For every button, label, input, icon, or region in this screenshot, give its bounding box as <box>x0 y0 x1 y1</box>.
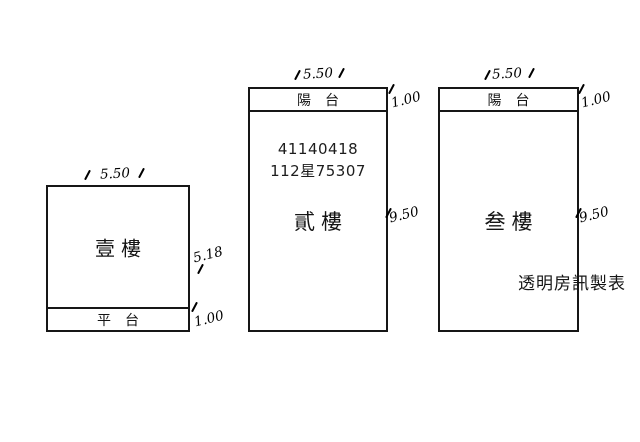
floor2-label: 貳樓 <box>294 210 348 234</box>
dimension-floor2-height: 9.50 <box>387 203 421 227</box>
stamp-line-2: 112星75307 <box>270 162 366 180</box>
floor1-platform-label: 平 台 <box>97 312 139 329</box>
floor3-balcony-strip: 陽 台 <box>440 89 577 112</box>
dimension-floor1-platform: 1.00 <box>192 307 226 331</box>
dimension-tick <box>388 83 395 95</box>
floor1-label: 壹樓 <box>95 236 147 261</box>
floor2-outline: 陽 台 41140418 112星75307 貳樓 <box>248 87 388 332</box>
floor1-outline: 壹樓 平 台 <box>46 185 190 332</box>
dimension-tick <box>578 83 585 95</box>
dimension-floor1-width: 5.50 <box>99 165 131 183</box>
dimension-tick <box>191 301 198 313</box>
dimension-floor3-height: 9.50 <box>577 203 611 227</box>
floor3-outline: 陽 台 叁樓 <box>438 87 579 332</box>
registration-stamp: 41140418 112星75307 <box>250 138 386 182</box>
dimension-floor3-balcony: 1.00 <box>579 88 613 112</box>
floor3-balcony-label: 陽 台 <box>487 92 530 109</box>
floor1-platform-strip: 平 台 <box>48 307 188 330</box>
floor2-room: 41140418 112星75307 貳樓 <box>250 112 386 330</box>
floor2-balcony-label: 陽 台 <box>297 92 339 109</box>
floor3-label: 叁樓 <box>484 210 539 234</box>
floor2-balcony-strip: 陽 台 <box>250 89 386 112</box>
floor1-room: 壹樓 <box>48 187 188 307</box>
credit-text: 透明房訊製表 <box>518 274 626 294</box>
stamp-line-1: 41140418 <box>277 140 359 158</box>
dimension-floor1-height: 5.18 <box>191 243 225 267</box>
dimension-floor2-balcony: 1.00 <box>389 88 423 112</box>
floor3-room: 叁樓 <box>440 112 577 330</box>
